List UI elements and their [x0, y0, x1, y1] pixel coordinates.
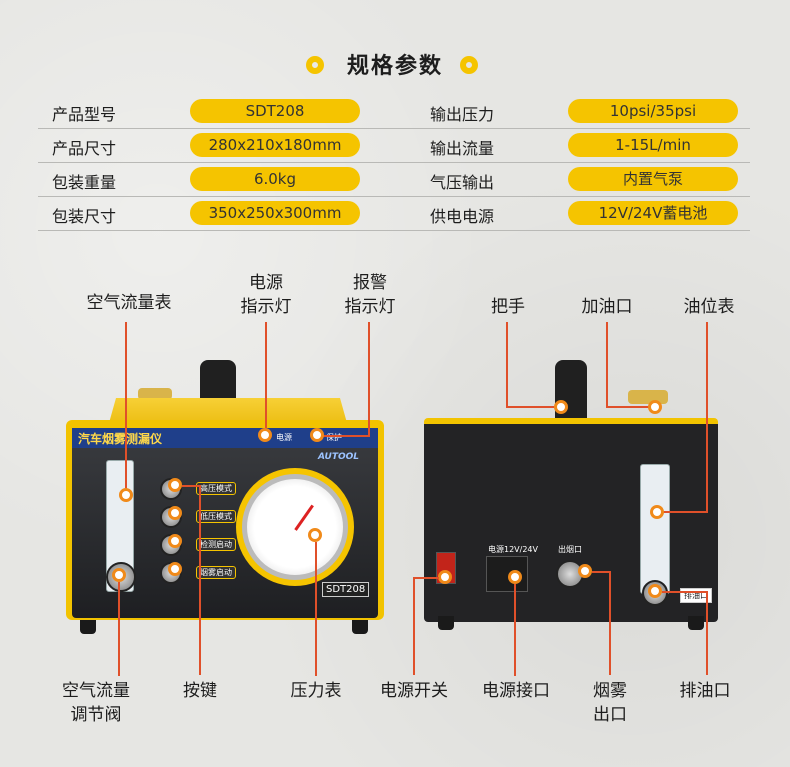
spec-value: 280x210x180mm [190, 133, 360, 157]
callout-line [606, 406, 650, 408]
callout-line [606, 322, 608, 408]
model-badge: SDT208 [322, 582, 370, 597]
callout-line [592, 571, 610, 573]
front-foot-left [80, 620, 96, 634]
callout-oil-gauge: 油位表 [683, 297, 735, 317]
spec-value: 6.0kg [190, 167, 360, 191]
callout-line [706, 322, 708, 512]
callout-dot [308, 528, 322, 542]
callout-line [182, 485, 200, 487]
callout-dot [168, 534, 182, 548]
spec-label: 产品型号 [52, 105, 117, 124]
back-oil-cap [628, 390, 668, 404]
spec-row: 产品尺寸 280x210x180mm 输出流量 1-15L/min [38, 128, 750, 163]
back-foot-right [688, 616, 704, 630]
callout-line [413, 577, 439, 579]
spec-label: 供电电源 [430, 207, 495, 226]
callout-line [514, 584, 516, 676]
front-foot-right [352, 620, 368, 634]
button-label: 低压模式 [196, 510, 236, 523]
callout-buttons: 按键 [183, 681, 217, 701]
callout-dot [648, 584, 662, 598]
callout-dot [650, 505, 664, 519]
callout-smoke-outlet-2: 出口 [593, 705, 627, 725]
callout-power-light-2: 指示灯 [240, 297, 292, 317]
alarm-light-label: 保护 [326, 433, 342, 442]
callout-dot [112, 568, 126, 582]
spec-row: 包装重量 6.0kg 气压输出 内置气泵 [38, 162, 750, 197]
callout-alarm-light-2: 指示灯 [344, 297, 396, 317]
page-title: 规格参数 [346, 54, 443, 79]
callout-line [506, 406, 558, 408]
callout-line [368, 322, 370, 436]
callout-dot [554, 400, 568, 414]
spec-label: 包装尺寸 [52, 207, 117, 226]
front-title-band [72, 428, 378, 448]
callout-air-valve-2: 调节阀 [70, 705, 122, 725]
callout-power-light-1: 电源 [249, 273, 283, 293]
callout-dot [438, 570, 452, 584]
callout-dot [508, 570, 522, 584]
spec-row: 包装尺寸 350x250x300mm 供电电源 12V/24V蓄电池 [38, 196, 750, 231]
gauge-ring [236, 468, 354, 586]
spec-label: 产品尺寸 [52, 139, 117, 158]
callout-line [506, 322, 508, 408]
callout-power-port: 电源接口 [482, 681, 550, 701]
pressure-gauge [242, 474, 348, 580]
callout-smoke-outlet-1: 烟雾 [593, 681, 627, 701]
spec-value: SDT208 [190, 99, 360, 123]
callout-line [706, 591, 708, 675]
spec-label: 输出压力 [430, 105, 495, 124]
oil-level-tube [640, 464, 670, 594]
spec-value: 350x250x300mm [190, 201, 360, 225]
front-brand: AUTOOL [318, 452, 360, 462]
button-label: 检测启动 [196, 538, 236, 551]
callout-pressure-gauge: 压力表 [290, 681, 342, 701]
spec-label: 包装重量 [52, 173, 117, 192]
button-label: 烟雾启动 [196, 566, 236, 579]
spec-label: 气压输出 [430, 173, 495, 192]
callout-oil-drain: 排油口 [679, 681, 731, 701]
spec-value: 12V/24V蓄电池 [568, 201, 738, 225]
spec-value: 10psi/35psi [568, 99, 738, 123]
callout-dot [168, 562, 182, 576]
spec-row: 产品型号 SDT208 输出压力 10psi/35psi [38, 94, 750, 129]
callout-line [315, 542, 317, 676]
callout-power-switch: 电源开关 [380, 681, 448, 701]
callout-line [609, 571, 611, 675]
callout-line [199, 485, 201, 675]
back-foot-left [438, 616, 454, 630]
callout-air-flow-meter: 空气流量表 [86, 293, 172, 313]
callout-handle: 把手 [491, 297, 525, 317]
smoke-outlet-label: 出烟口 [558, 545, 582, 554]
callout-line [662, 591, 708, 593]
callout-dot [648, 400, 662, 414]
front-panel-title: 汽车烟雾测漏仪 [78, 432, 163, 446]
callout-dot [119, 488, 133, 502]
callout-line [125, 322, 127, 492]
callout-dot [258, 428, 272, 442]
callout-alarm-light-1: 报警 [353, 273, 387, 293]
callout-dot [168, 478, 182, 492]
callout-air-valve-1: 空气流量 [62, 681, 130, 701]
spec-value: 1-15L/min [568, 133, 738, 157]
front-oil-cap [138, 388, 172, 400]
callout-dot [168, 506, 182, 520]
callout-line [413, 577, 415, 675]
callout-oil-inlet: 加油口 [581, 297, 633, 317]
title-ring-right-icon [460, 56, 478, 74]
spec-label: 输出流量 [430, 139, 495, 158]
callout-line [118, 582, 120, 676]
spec-value: 内置气泵 [568, 167, 738, 191]
callout-line [322, 435, 370, 437]
callout-dot [578, 564, 592, 578]
button-label: 高压模式 [196, 482, 236, 495]
callout-line [662, 511, 708, 513]
power-light-label: 电源 [276, 433, 292, 442]
title-ring-left-icon [306, 56, 324, 74]
power-port-label: 电源12V/24V [488, 545, 538, 554]
callout-line [265, 322, 267, 428]
callout-dot [310, 428, 324, 442]
